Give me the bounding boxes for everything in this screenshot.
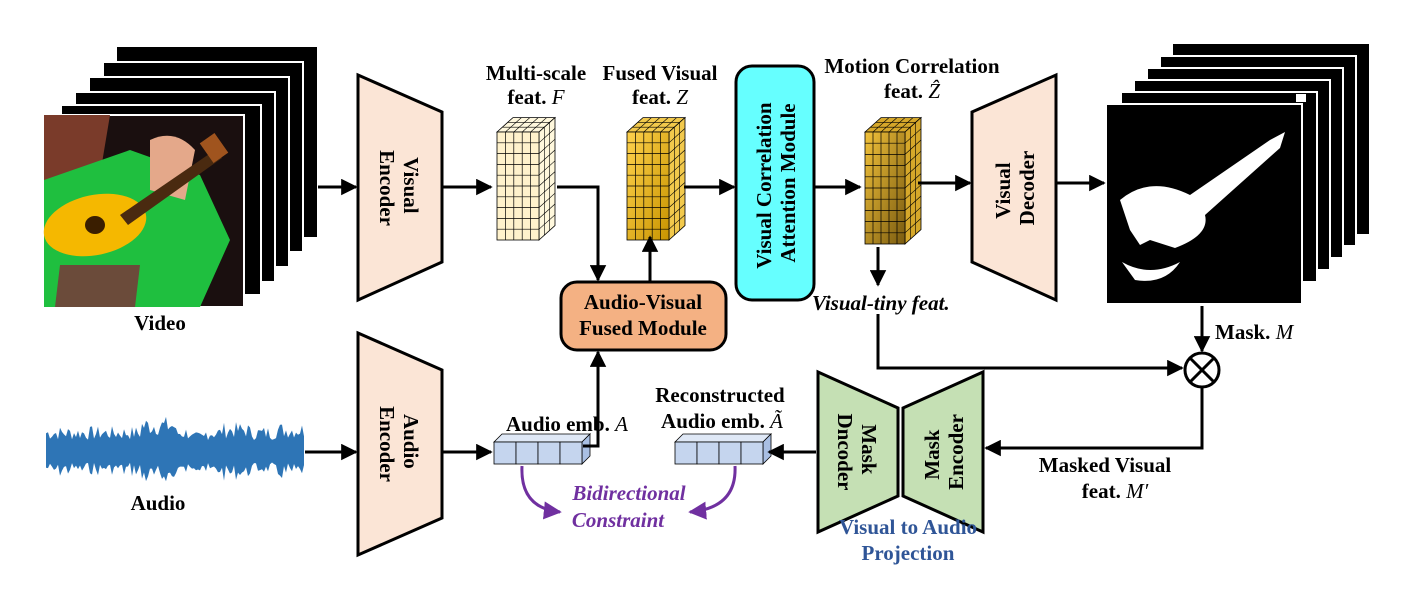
bidir-arrow-left [520, 465, 562, 520]
audio-encoder-label-1: Audio [399, 414, 423, 469]
mask-output-stack [1105, 44, 1369, 305]
arrow-multiply-to-mask-encoder [984, 388, 1204, 457]
fused-visual-title: Fused Visual [603, 61, 718, 85]
mask-encoder-label-2: Encoder [944, 414, 968, 490]
fused-visual-subtitle: feat. Z [632, 85, 688, 109]
multiply-operator [1183, 351, 1221, 389]
mask-encoder-label-1: Mask [920, 429, 944, 479]
audio-encoder-label-2: Encoder [375, 406, 399, 482]
audio-waveform [46, 416, 304, 482]
visual-encoder-label-2: Encoder [375, 150, 399, 226]
bidirectional-label-2: Constraint [572, 508, 665, 532]
audio-visual-fused-module: Audio-Visual Fused Module [559, 280, 728, 352]
arrow-tiny-to-multiply [876, 314, 1184, 377]
symbol-Atilde: Ã [768, 409, 783, 433]
symbol-Z: Z [676, 85, 688, 109]
reconstructed-label-2: Audio emb. Ã [661, 409, 783, 433]
mask-decoder-label-2: Dncoder [833, 414, 857, 491]
motion-title: Motion Correlation [824, 54, 999, 78]
svg-text:Visual Decoder: Visual Decoder [991, 151, 1039, 226]
bidir-arrow-right [688, 465, 737, 520]
bidirectional-arrows [520, 465, 737, 520]
motion-correlation-feature-cube [863, 116, 923, 245]
video-front-frame [43, 114, 245, 308]
reconstructed-label-1: Reconstructed [655, 383, 785, 407]
arrow-F-to-fused [557, 185, 607, 282]
projection-label-2: Projection [862, 541, 955, 565]
mask-label: Mask. M [1215, 320, 1295, 344]
reconstructed-audio-embedding-bar [674, 433, 772, 465]
svg-text:Visual Encoder: Visual Encoder [375, 150, 423, 226]
multiscale-title: Multi-scale [486, 61, 586, 85]
video-label: Video [134, 311, 186, 335]
projection-label-1: Visual to Audio [839, 515, 977, 539]
video-frame-stack [43, 47, 317, 308]
masked-visual-label-2: feat. M′ [1082, 479, 1149, 503]
multiscale-subtitle: feat. F [507, 85, 564, 109]
visual-correlation-attention-module: Visual Correlation Attention Module [734, 64, 816, 302]
mask-decoder-label-1: Mask [857, 424, 881, 474]
audio-label: Audio [131, 491, 186, 515]
arrow-A-to-fused [583, 350, 607, 448]
symbol-F: F [551, 85, 565, 109]
symbol-A: A [613, 412, 628, 436]
visual-decoder-label-2: Decoder [1015, 151, 1039, 226]
vcam-label-2: Attention Module [776, 103, 800, 262]
visual-decoder-block: Visual Decoder [970, 72, 1058, 303]
symbol-M: M [1275, 320, 1295, 344]
symbol-Zhat: Ẑ [928, 79, 940, 103]
visual-encoder-block: Visual Encoder [356, 72, 444, 303]
svg-text:Audio Encoder: Audio Encoder [375, 406, 423, 482]
motion-subtitle: feat. Ẑ [884, 79, 940, 103]
audio-encoder-block: Audio Encoder [356, 330, 444, 558]
svg-text:Visual Correlation Atten: Visual Correlation Attention Module [752, 97, 800, 269]
fused-visual-feature-cube [625, 116, 687, 241]
multiscale-feature-cube [495, 116, 557, 241]
vcam-label-1: Visual Correlation [752, 102, 776, 269]
mask-encoder-block: Mask Encoder [901, 369, 985, 535]
audio-emb-label: Audio emb. A [506, 412, 628, 436]
mask-decoder-block: Mask Dncoder [816, 369, 900, 535]
mask-front-frame [1105, 94, 1306, 305]
svg-text:Mask Dncoder: Mask Dncoder [833, 414, 881, 491]
symbol-Mprime: M′ [1125, 479, 1148, 503]
visual-tiny-label: Visual-tiny feat. [812, 291, 950, 315]
masked-visual-label-1: Masked Visual [1039, 453, 1172, 477]
av-fused-label-2: Fused Module [579, 316, 707, 340]
visual-encoder-label-1: Visual [399, 157, 423, 214]
bidirectional-label-1: Bidirectional [571, 481, 685, 505]
svg-text:Mask Encoder: Mask Encoder [920, 414, 968, 490]
av-fused-label-1: Audio-Visual [584, 290, 702, 314]
audio-embedding-bar [493, 433, 591, 465]
flow-arrows [305, 174, 1211, 461]
visual-decoder-label-1: Visual [991, 162, 1015, 219]
